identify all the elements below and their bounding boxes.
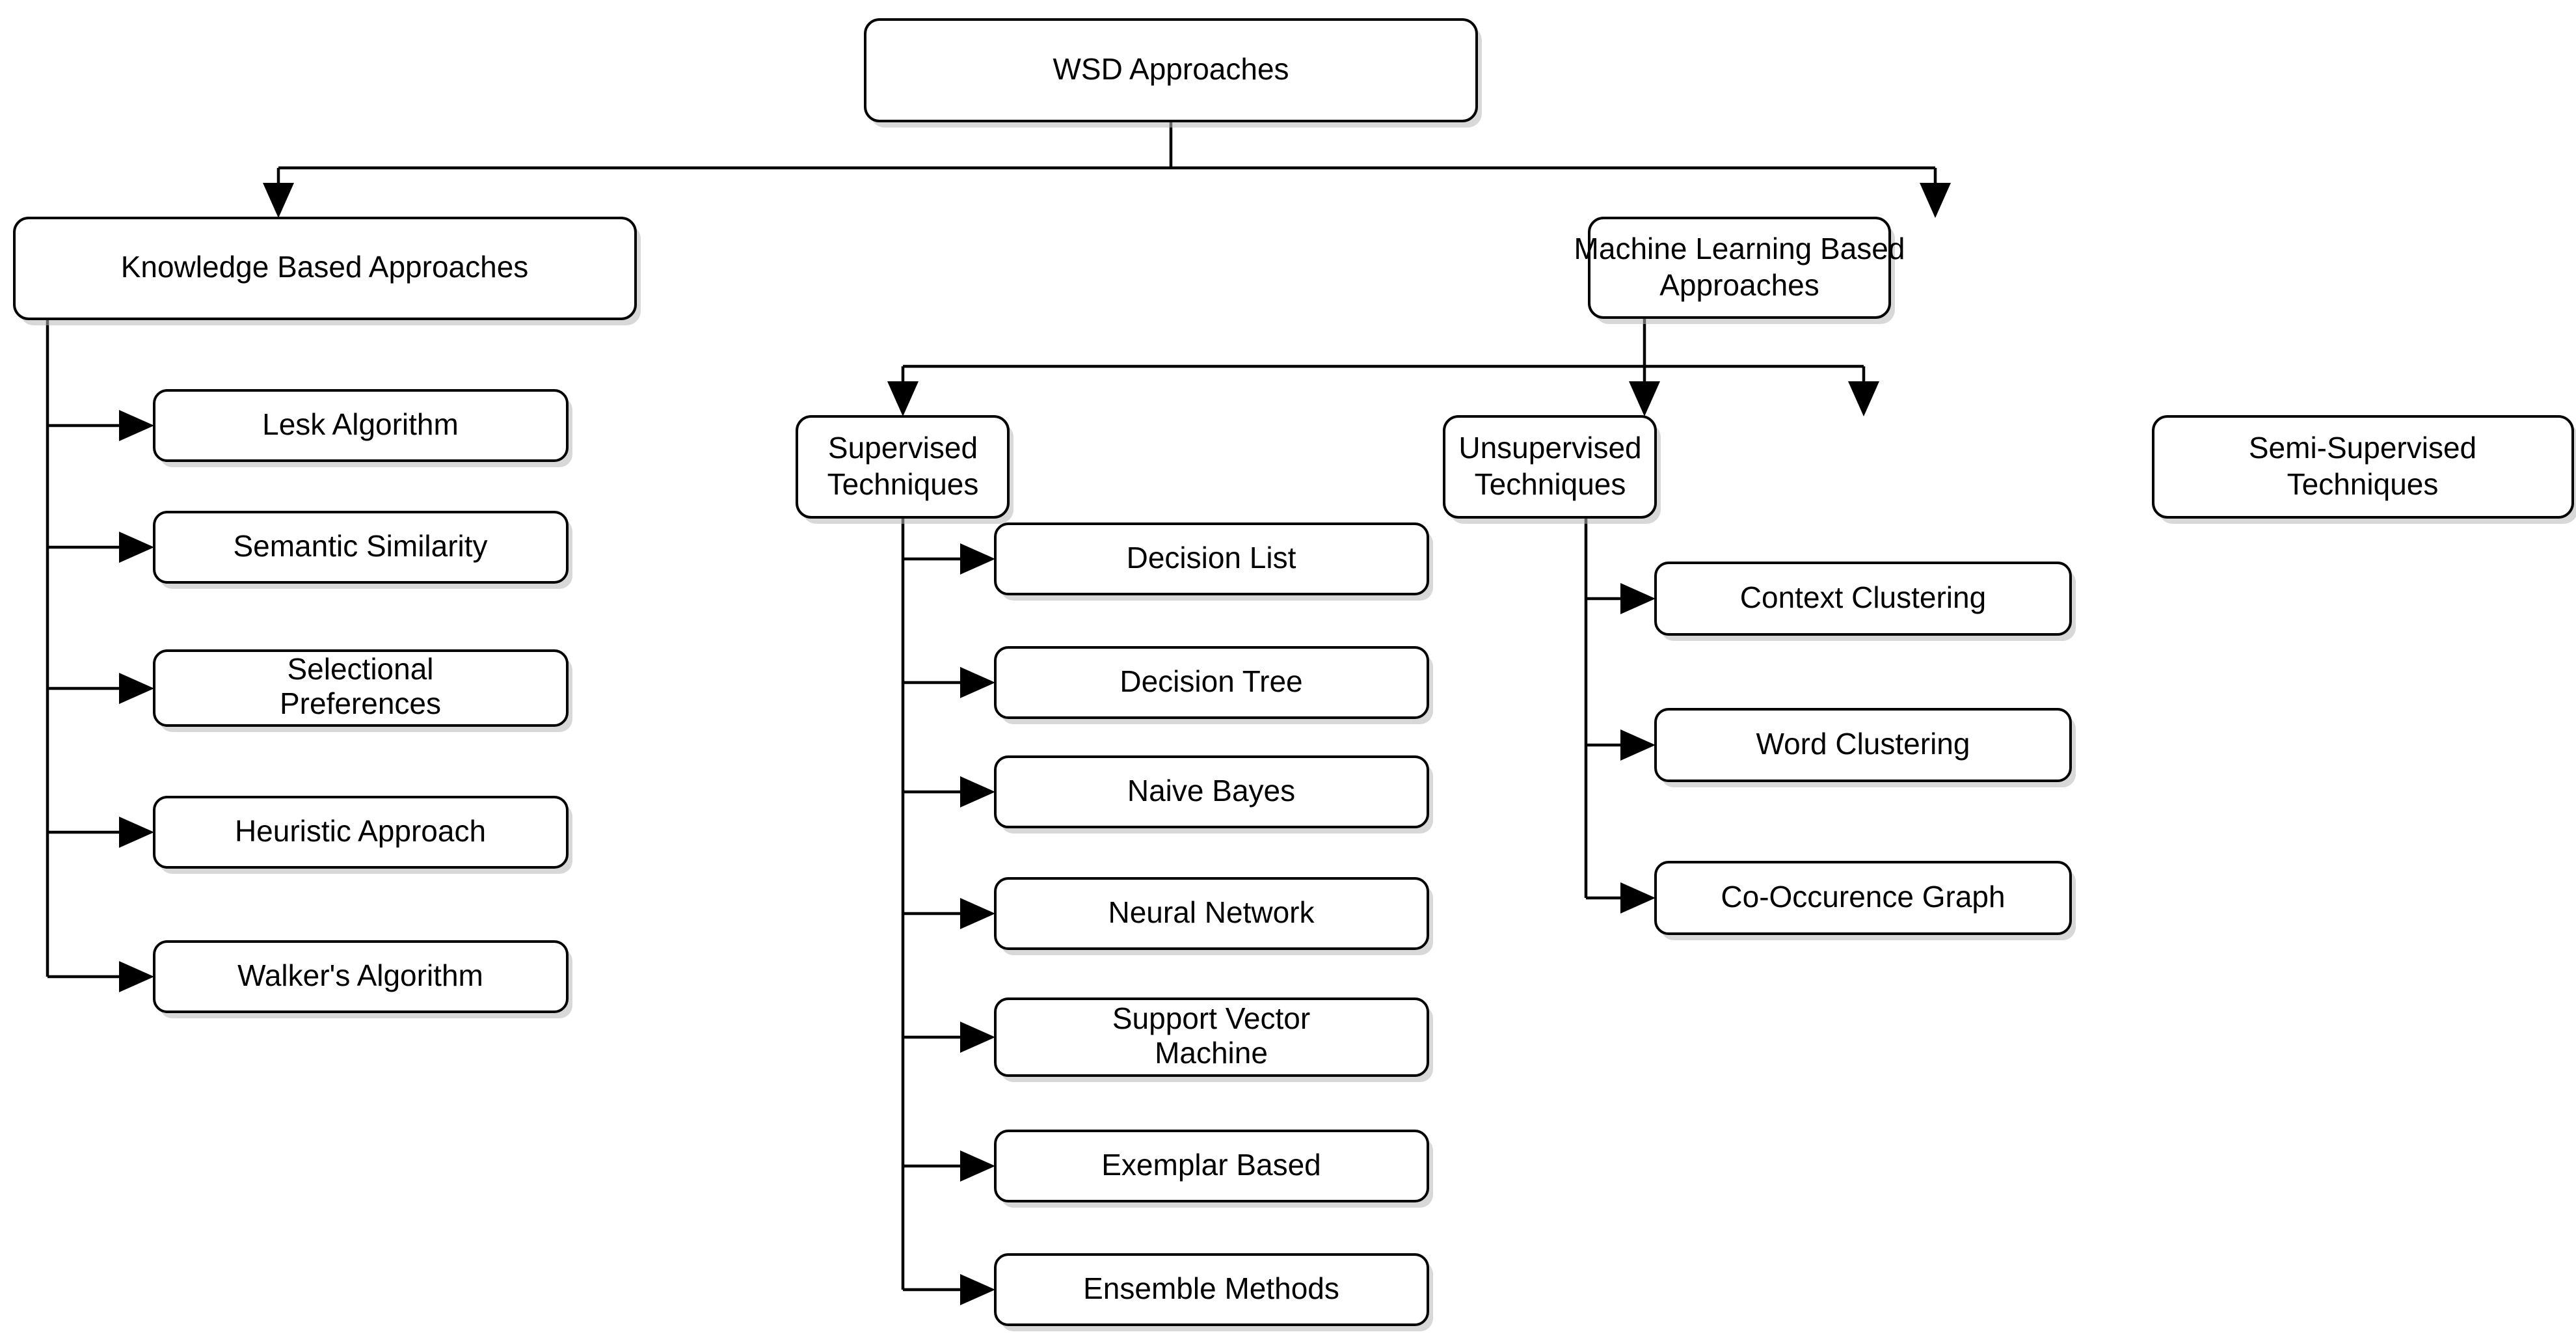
node-supervised-techniques[interactable]: Supervised Techniques [796,415,1013,524]
node-naive-bayes[interactable]: Naive Bayes [994,755,1433,834]
arrow-head-word-clustering [1620,729,1656,761]
node-label-neural-network: Neural Network [1108,895,1315,929]
arrow-head-context-clustering [1620,583,1656,614]
node-box [153,940,569,1013]
node-box [153,649,569,727]
node-label-cooccurence-graph: Co-Occurence Graph [1721,880,2005,914]
arrow-head-knowledge [263,183,294,218]
node-layer: WSD Approaches Knowledge Based Approache… [13,18,2576,1331]
node-label-supervised-line2: Techniques [827,467,979,501]
node-box [153,511,569,584]
arrow-head-ensemble [960,1274,995,1305]
node-box [994,997,1429,1077]
arrow-head-svm [960,1022,995,1053]
node-box [1588,217,1891,319]
arrow-head-decision-tree [960,667,995,698]
arrow-head-decision-list [960,543,995,575]
node-knowledge-based-approaches[interactable]: Knowledge Based Approaches [13,217,641,325]
arrow-head-semi-supervised [1848,381,1879,416]
node-box [796,415,1010,519]
node-box [994,1130,1429,1202]
node-box [2152,415,2574,519]
node-selectional-preferences[interactable]: Selectional Preferences [153,649,572,732]
node-label-decision-tree: Decision Tree [1120,664,1302,698]
node-box [1443,415,1657,519]
arrow-head-naive-bayes [960,776,995,807]
node-label-lesk-algorithm: Lesk Algorithm [262,407,459,441]
node-label-unsupervised-line2: Techniques [1475,467,1626,501]
arrow-head-neural-network [960,898,995,929]
node-box [153,389,569,462]
node-label-semi-supervised-line2: Techniques [2287,467,2439,501]
node-label-supervised-line1: Supervised [828,431,978,465]
node-label-svm-line2: Machine [1155,1036,1268,1070]
node-box [994,755,1429,828]
node-box [1654,861,2072,935]
node-label-machine-learning-line2: Approaches [1659,268,1819,302]
node-semi-supervised-techniques[interactable]: Semi-Supervised Techniques [2152,415,2576,524]
node-label-walkers-algorithm: Walker's Algorithm [237,958,483,992]
node-context-clustering[interactable]: Context Clustering [1654,562,2076,641]
node-label-svm-line1: Support Vector [1112,1001,1310,1035]
node-wsd-approaches[interactable]: WSD Approaches [864,18,1482,128]
node-box [13,217,637,320]
node-label-wsd-approaches: WSD Approaches [1053,52,1289,86]
node-word-clustering[interactable]: Word Clustering [1654,708,2076,787]
arrow-head-supervised [887,381,919,416]
node-label-machine-learning-line1: Machine Learning Based [1574,232,1905,265]
node-label-naive-bayes: Naive Bayes [1127,774,1295,807]
node-box [153,796,569,869]
node-label-word-clustering: Word Clustering [1756,727,1970,761]
arrow-head-ml [1920,183,1951,218]
node-machine-learning-based-approaches[interactable]: Machine Learning Based Approaches [1574,217,1905,324]
arrow-head-unsupervised [1629,381,1660,416]
node-support-vector-machine[interactable]: Support Vector Machine [994,997,1433,1082]
node-box [994,522,1429,595]
arrow-head-exemplar [960,1150,995,1182]
node-neural-network[interactable]: Neural Network [994,877,1433,955]
node-label-selectional-line1: Selectional [287,652,433,686]
node-decision-list[interactable]: Decision List [994,522,1433,601]
node-box [994,877,1429,950]
node-box [1654,708,2072,782]
node-walkers-algorithm[interactable]: Walker's Algorithm [153,940,572,1018]
node-label-selectional-line2: Preferences [280,686,441,720]
node-label-decision-list: Decision List [1127,541,1296,575]
arrow-head-semantic [119,532,154,563]
edge-layer [46,121,1951,1305]
arrow-head-heuristic [119,817,154,848]
arrow-head-walker [119,961,154,992]
node-label-semantic-similarity: Semantic Similarity [233,529,487,563]
node-heuristic-approach[interactable]: Heuristic Approach [153,796,572,874]
node-label-context-clustering: Context Clustering [1740,580,1986,614]
node-box [994,1253,1429,1326]
node-cooccurence-graph[interactable]: Co-Occurence Graph [1654,861,2076,940]
node-box [1654,562,2072,636]
node-label-semi-supervised-line1: Semi-Supervised [2249,431,2476,465]
node-label-unsupervised-line1: Unsupervised [1458,431,1641,465]
node-unsupervised-techniques[interactable]: Unsupervised Techniques [1443,415,1661,524]
node-semantic-similarity[interactable]: Semantic Similarity [153,511,572,589]
node-box [864,18,1478,122]
arrow-head-selectional [119,673,154,704]
node-label-ensemble-methods: Ensemble Methods [1083,1271,1339,1305]
node-exemplar-based[interactable]: Exemplar Based [994,1130,1433,1208]
node-lesk-algorithm[interactable]: Lesk Algorithm [153,389,572,467]
node-box [994,646,1429,719]
node-label-knowledge-based-approaches: Knowledge Based Approaches [121,250,529,284]
node-decision-tree[interactable]: Decision Tree [994,646,1433,724]
node-ensemble-methods[interactable]: Ensemble Methods [994,1253,1433,1331]
node-label-exemplar-based: Exemplar Based [1101,1148,1321,1182]
arrow-head-lesk [119,410,154,441]
node-label-heuristic-approach: Heuristic Approach [235,814,486,848]
arrow-head-cooccurence-graph [1620,882,1656,914]
